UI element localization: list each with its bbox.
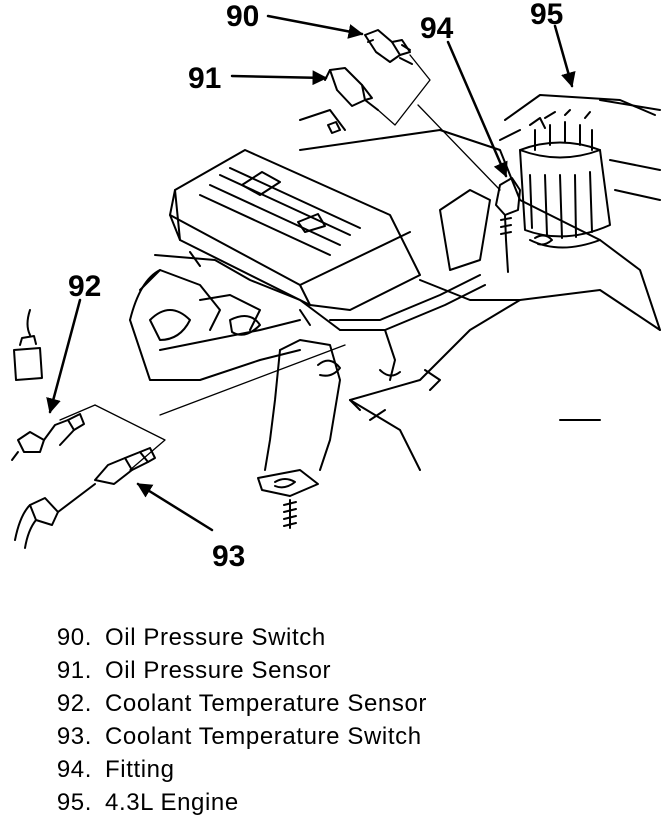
callout-90: 90: [226, 0, 259, 33]
coolant-temperature-switch: [14, 447, 156, 549]
coolant-temperature-sensor: [11, 309, 85, 461]
engine-sensor-diagram: 90 91 92 93 94 95: [11, 0, 661, 573]
oil-pressure-sensor: [324, 67, 379, 111]
callout-93: 93: [212, 540, 245, 573]
legend-item: 95. 4.3L Engine: [36, 789, 596, 822]
callout-92: 92: [68, 270, 101, 303]
legend-label: Oil Pressure Sensor: [105, 657, 332, 684]
leader-lines: [59, 54, 501, 471]
legend-item: 92. Coolant Temperature Sensor: [36, 690, 596, 723]
legend-item: 93. Coolant Temperature Switch: [36, 723, 596, 756]
legend-item: 90. Oil Pressure Switch: [36, 624, 596, 657]
legend-number: 95.: [56, 789, 92, 816]
fitting: [495, 177, 521, 273]
legend-number: 93.: [56, 723, 92, 750]
engine-tubes: [329, 274, 486, 421]
legend-label: 4.3L Engine: [105, 789, 239, 816]
oil-pressure-switch: [364, 29, 413, 65]
legend-item: 94. Fitting: [36, 756, 596, 789]
legend-label: Coolant Temperature Switch: [105, 723, 422, 750]
engine-block: [299, 109, 661, 471]
legend-label: Coolant Temperature Sensor: [105, 690, 427, 717]
callout-91: 91: [188, 62, 221, 95]
legend-label: Fitting: [105, 756, 175, 783]
exhaust-manifold: [129, 254, 341, 529]
legend-label: Oil Pressure Switch: [105, 624, 326, 651]
distributor: [499, 94, 661, 249]
legend-number: 94.: [56, 756, 92, 783]
callout-94: 94: [420, 12, 454, 45]
legend-item: 91. Oil Pressure Sensor: [36, 657, 596, 690]
legend-number: 91.: [56, 657, 92, 684]
legend-number: 90.: [56, 624, 92, 651]
callout-95: 95: [530, 0, 563, 31]
valve-cover: [169, 149, 421, 326]
parts-legend: 90. Oil Pressure Switch 91. Oil Pressure…: [36, 624, 596, 822]
callout-arrows: [46, 14, 576, 532]
legend-number: 92.: [56, 690, 92, 717]
